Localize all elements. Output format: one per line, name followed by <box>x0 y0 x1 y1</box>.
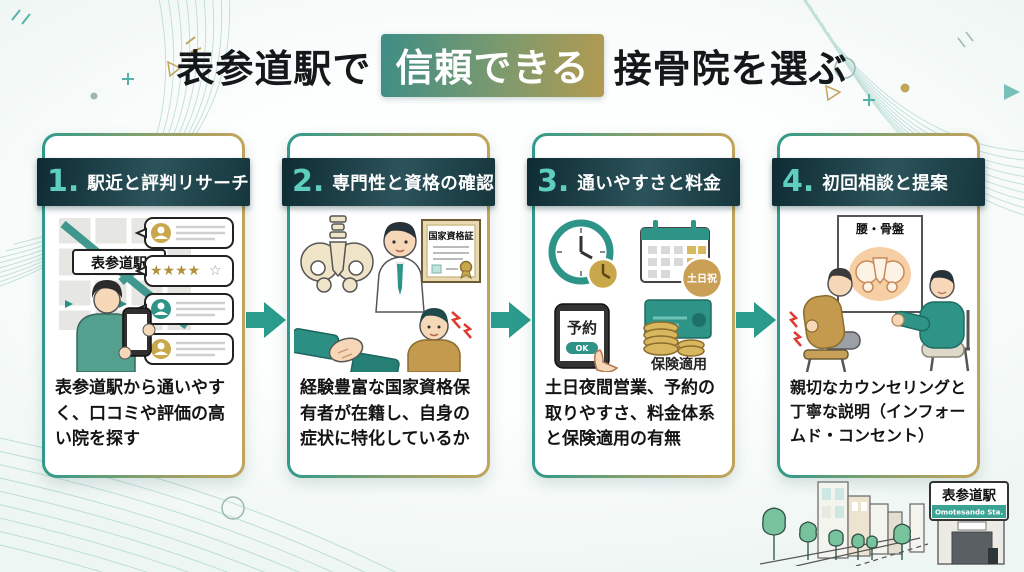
swirl-lines-top-right <box>785 0 1024 225</box>
patient-sitting-icon <box>788 268 861 372</box>
trees <box>762 507 911 560</box>
step-1-illustration: 表参道駅 ★★★★ ☆ <box>45 212 242 374</box>
certificate-label: 国家資格証 <box>428 230 473 242</box>
right-arrow-icon <box>491 301 531 338</box>
step-2-description: 経験豊富な国家資格保有者が在籍し、自身の症状に特化しているか <box>300 378 470 449</box>
step-card-2: 2. 専門性と資格の確認 <box>282 133 495 478</box>
pelvis-icon <box>299 215 374 293</box>
step-1-heading: 駅近と評判リサーチ <box>87 173 250 194</box>
phone-ok-button: OK <box>575 344 589 353</box>
step-card-4: 4. 初回相談と提案 腰・骨盤 <box>772 133 985 478</box>
arrow-3 <box>735 133 777 478</box>
step-1-number: 1. <box>47 164 80 199</box>
step-1-header: 1. 駅近と評判リサーチ <box>37 158 250 206</box>
step-2-header: 2. 専門性と資格の確認 <box>282 158 495 206</box>
step-card-1: 1. 駅近と評判リサーチ <box>37 133 250 478</box>
patient-icon <box>406 308 472 372</box>
page-title: 表参道駅で信頼できる接骨院を選ぶ <box>0 34 1024 97</box>
certificate-icon: 国家資格証 <box>420 219 481 283</box>
poster-label: 腰・骨盤 <box>854 221 904 236</box>
step-2-heading: 専門性と資格の確認 <box>332 173 495 194</box>
step-card-3: 3. 通いやすさと料金 <box>527 133 740 478</box>
right-arrow-icon <box>246 301 286 338</box>
star-rating-filled: ★★★★ <box>150 263 200 279</box>
right-arrow-icon <box>736 301 776 338</box>
payment-icon: 保険適用 <box>642 299 712 372</box>
insurance-label: 保険適用 <box>650 356 707 372</box>
steps-row: 1. 駅近と評判リサーチ <box>37 133 985 478</box>
step-4-heading: 初回相談と提案 <box>822 173 949 194</box>
station-sign-english: Omotesando Sta. <box>935 509 1003 517</box>
station-entrance: 表参道駅 Omotesando Sta. <box>929 481 1009 565</box>
step-4-header: 4. 初回相談と提案 <box>772 158 985 206</box>
step-3-description: 土日夜間営業、予約の取りやすさ、料金体系と保険適用の有無 <box>545 378 715 449</box>
step-4-description: 親切なカウンセリングと丁寧な説明（インフォームド・コンセント） <box>790 378 967 445</box>
map-station-label: 表参道駅 <box>90 255 148 272</box>
accent-shapes <box>11 9 1020 520</box>
calendar-icon: 土日祝 <box>639 220 723 300</box>
step-3-heading: 通いやすさと料金 <box>577 173 722 194</box>
step-4-number: 4. <box>782 164 815 199</box>
phone-screen-label: 予約 <box>566 319 596 337</box>
practitioner-sitting-icon <box>890 270 970 372</box>
station-street-illustration: 表参道駅 Omotesando Sta. <box>760 481 1009 566</box>
step-3-number: 3. <box>537 164 570 199</box>
title-prefix: 表参道駅で <box>176 47 372 91</box>
step-2-number: 2. <box>292 164 325 199</box>
title-highlight: 信頼できる <box>381 34 604 97</box>
handshake-icon <box>293 328 400 372</box>
booking-phone-icon: 予約 OK <box>553 303 618 372</box>
arrow-2 <box>490 133 532 478</box>
step-4-illustration: 腰・骨盤 <box>780 212 977 374</box>
station-sign-label: 表参道駅 <box>942 487 996 504</box>
anatomy-poster: 腰・骨盤 <box>836 215 923 313</box>
star-rating-empty: ☆ <box>209 263 222 279</box>
step-3-illustration: 土日祝 予約 OK <box>535 212 732 374</box>
doctor-icon <box>374 222 425 313</box>
review-bubble-stars: ★★★★ ☆ <box>134 255 234 287</box>
step-2-illustration: 国家資格証 <box>290 212 487 374</box>
title-suffix: 接骨院を選ぶ <box>613 47 848 91</box>
arrow-1 <box>245 133 287 478</box>
person-with-phone-icon <box>75 280 155 372</box>
weekend-badge-label: 土日祝 <box>687 272 717 285</box>
step-3-header: 3. 通いやすさと料金 <box>527 158 740 206</box>
clock-icon <box>548 219 619 291</box>
step-1-description: 表参道駅から通いやすく、口コミや評価の高い院を探す <box>55 378 225 449</box>
review-bubble-3 <box>134 333 234 365</box>
review-bubble-1 <box>134 217 234 249</box>
swirl-lines-bottom-left <box>0 437 435 572</box>
